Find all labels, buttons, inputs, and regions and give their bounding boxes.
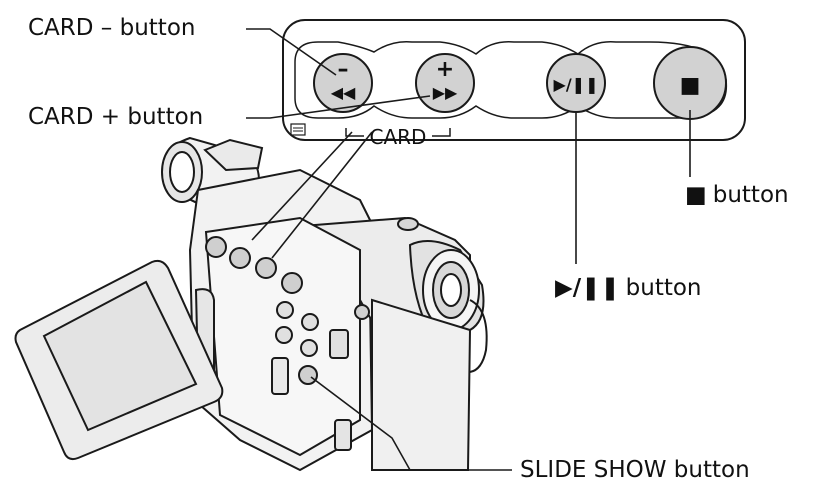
rewind-icon: ◀◀ — [331, 83, 356, 102]
card-plus-label: CARD + button — [28, 104, 204, 130]
plus-sign-icon: + — [436, 57, 454, 82]
card-plus-panel-button[interactable]: + ▶▶ — [415, 53, 475, 113]
stop-label-text: button — [712, 182, 789, 208]
card-minus-label: CARD – button — [28, 15, 196, 41]
lcd-screen — [14, 259, 224, 461]
card-group-label: CARD — [370, 125, 427, 149]
stop-icon: ■ — [680, 73, 701, 98]
camcorder-body — [161, 136, 488, 472]
stop-label: ■button — [685, 184, 789, 207]
play-pause-icon: ▶/❚❚ — [554, 75, 599, 94]
play-pause-label: ▶/❚❚button — [555, 277, 702, 300]
play-pause-icon: ▶/❚❚ — [555, 275, 620, 301]
stop-panel-button[interactable]: ■ — [653, 46, 727, 120]
card-minus-panel-button[interactable]: – ◀◀ — [313, 53, 373, 113]
minus-sign-icon: – — [338, 57, 349, 82]
stop-icon: ■ — [685, 182, 707, 208]
slide-show-label: SLIDE SHOW button — [520, 457, 750, 483]
leader-lines — [246, 28, 691, 471]
play-pause-panel-button[interactable]: ▶/❚❚ — [546, 53, 606, 113]
fast-forward-icon: ▶▶ — [433, 83, 458, 102]
control-panel: CARD — [282, 19, 746, 149]
play-pause-label-text: button — [625, 275, 702, 301]
